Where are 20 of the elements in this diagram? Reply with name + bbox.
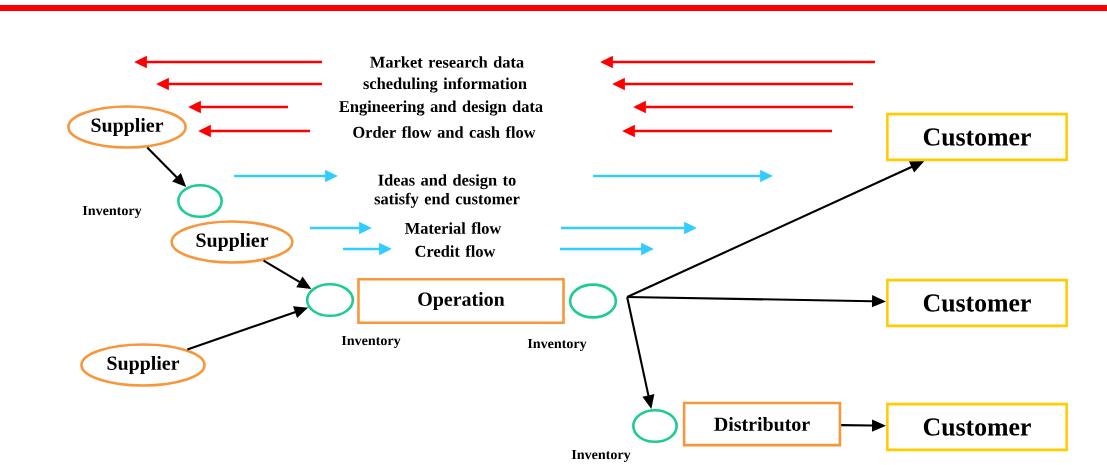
flow-label: Market research data [370, 56, 524, 68]
node-caption: Inventory [341, 335, 401, 349]
process-box: Operation [357, 278, 565, 324]
inventory-circle [177, 183, 223, 219]
process-box: Distributor [682, 401, 842, 447]
flow-label: Material flow [405, 222, 502, 234]
customer-box: Customer [886, 278, 1068, 328]
flow-label: Ideas and design to satisfy end customer [374, 174, 520, 208]
flow-label: scheduling information [363, 77, 527, 93]
flow-label: Order flow and cash flow [353, 126, 536, 138]
customer-box: Customer [886, 402, 1068, 452]
node-caption: Inventory [527, 338, 587, 352]
customer-box: Customer [886, 112, 1068, 162]
flow-label: Engineering and design data [339, 100, 543, 116]
flow-label: Credit flow [415, 245, 496, 257]
inventory-circle [305, 282, 355, 318]
inventory-circle [632, 408, 678, 444]
inventory-circle [568, 283, 618, 319]
node-caption: Inventory [571, 449, 631, 463]
node-caption: Inventory [82, 205, 142, 219]
